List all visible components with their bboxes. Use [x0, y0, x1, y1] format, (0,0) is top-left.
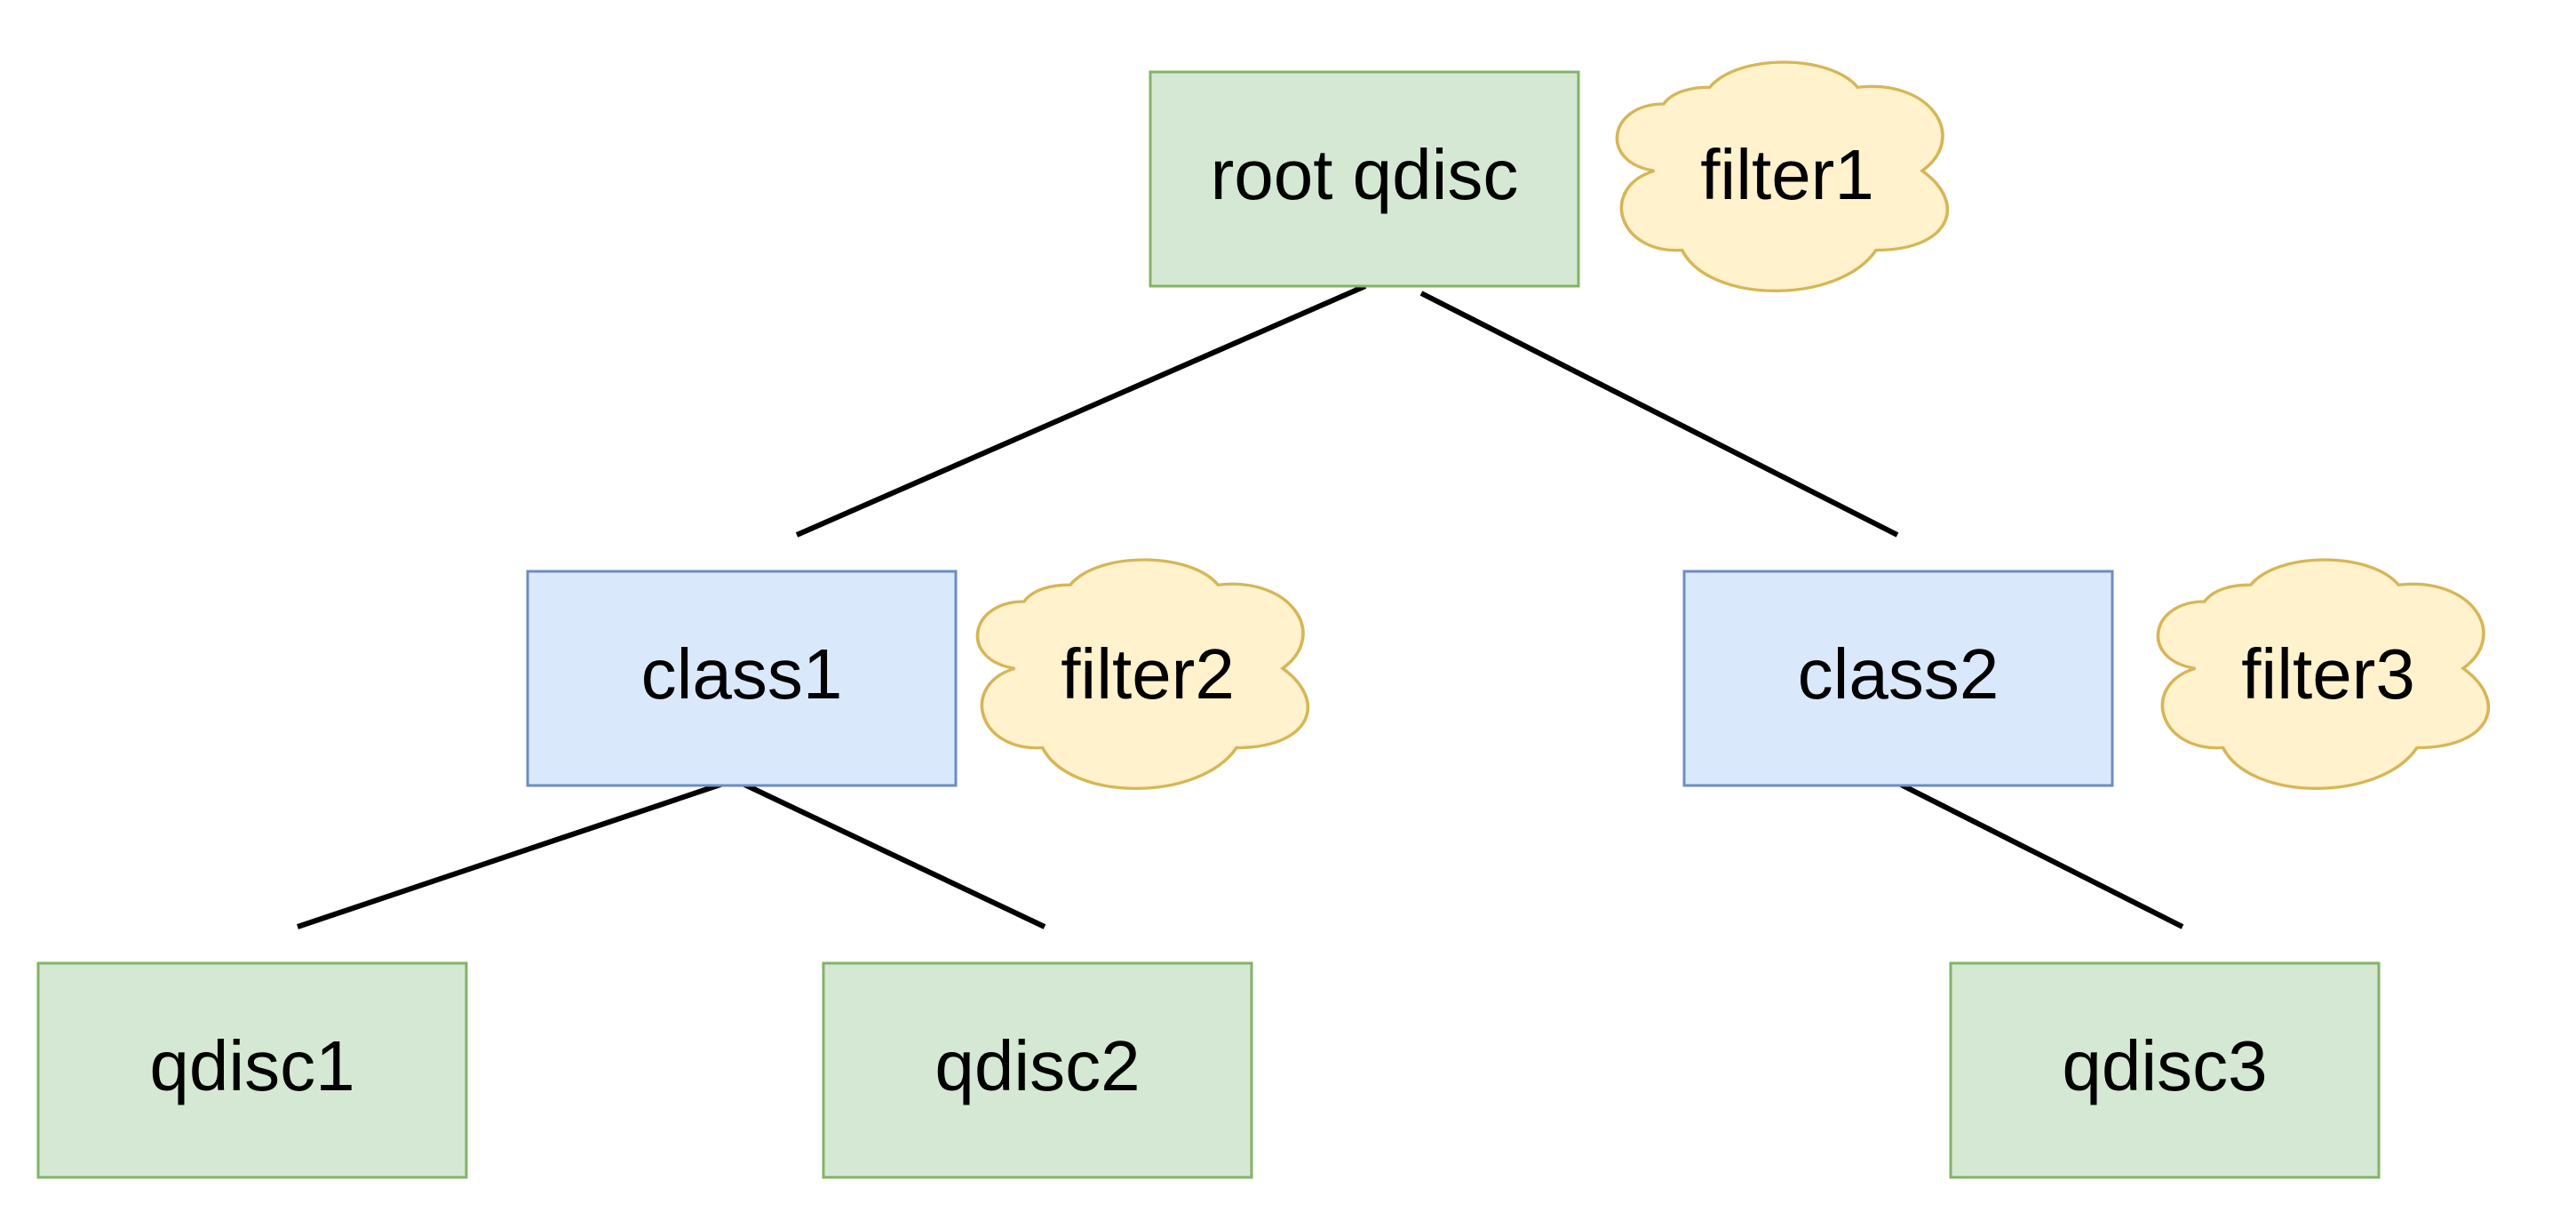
qdisc3-label: qdisc3 — [2062, 1026, 2267, 1105]
class1-label: class1 — [641, 634, 843, 714]
edges — [297, 283, 2184, 929]
filter1-label: filter1 — [1700, 135, 1874, 214]
edge-class1-qdisc1 — [297, 780, 727, 929]
edge-root-class1 — [795, 283, 1367, 538]
edge-class1-qdisc2 — [739, 780, 1046, 929]
filter2-label: filter2 — [1061, 634, 1235, 714]
qdisc3-node: qdisc3 — [1949, 961, 2381, 1179]
edge-class2-qdisc3 — [1896, 780, 2184, 929]
qdisc2-node: qdisc2 — [822, 961, 1253, 1179]
qdisc1-node: qdisc1 — [36, 961, 468, 1179]
edge-root-class2 — [1419, 291, 1899, 538]
class2-node: class2 — [1682, 570, 2114, 787]
qdisc2-label: qdisc2 — [934, 1026, 1140, 1105]
qdisc1-label: qdisc1 — [149, 1026, 354, 1105]
filter3-label: filter3 — [2241, 634, 2415, 714]
root-qdisc-label: root qdisc — [1211, 135, 1519, 214]
root-qdisc-node: root qdisc — [1149, 70, 1580, 288]
class1-node: class1 — [526, 570, 958, 787]
class2-label: class2 — [1798, 634, 2000, 714]
